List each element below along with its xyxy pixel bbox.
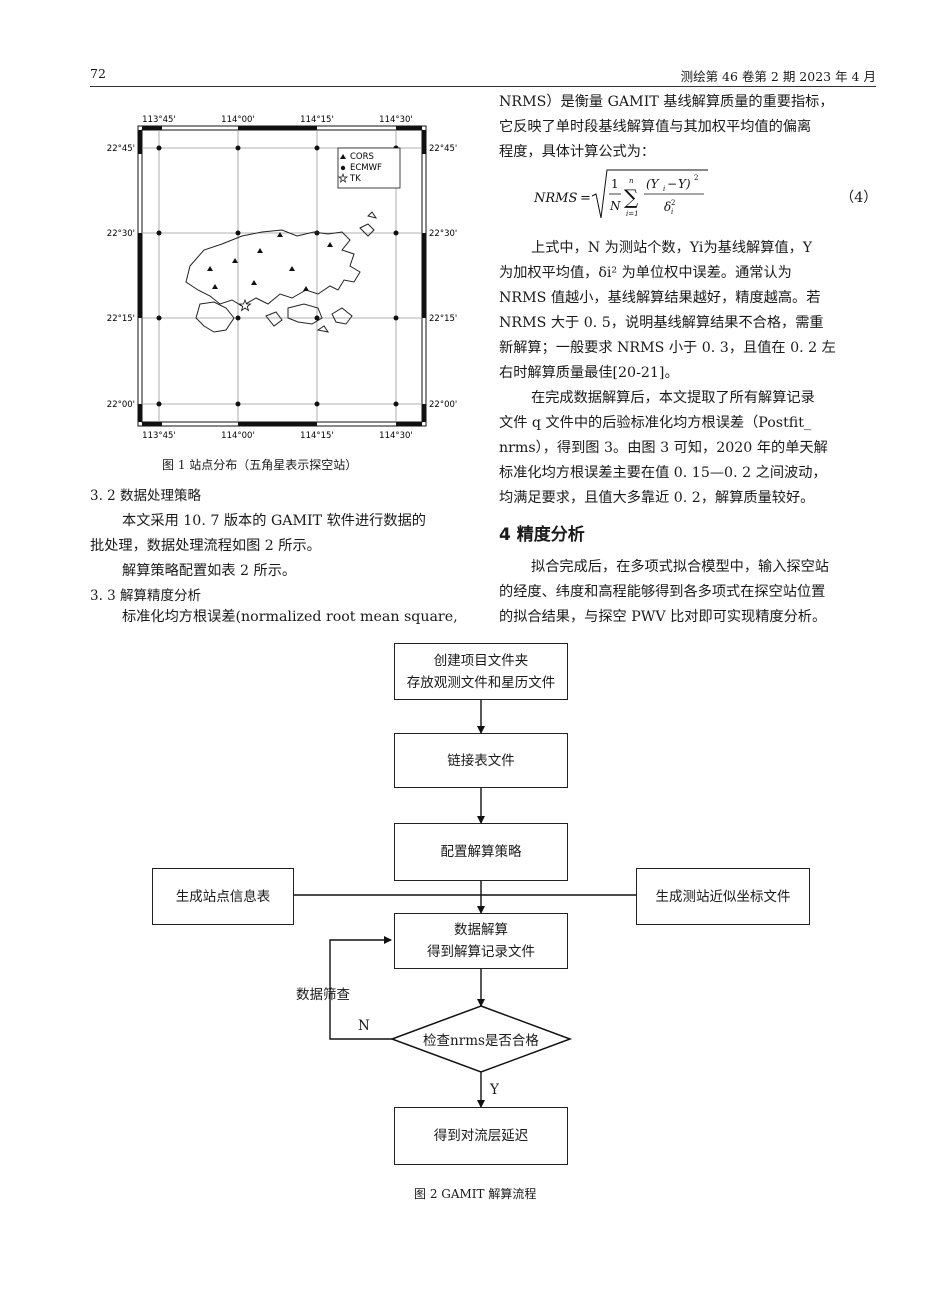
flow-step-create-project: 创建项目文件夹 存放观测文件和星历文件 — [394, 643, 568, 700]
svg-text:∑: ∑ — [624, 185, 639, 209]
right-tick: 22°15' — [429, 314, 457, 324]
cors-triangle-icon — [340, 154, 346, 159]
paragraph-line: 解算策略配置如表 2 所示。 — [122, 563, 297, 579]
right-tick: 22°00' — [429, 400, 457, 410]
svg-text:=: = — [580, 191, 591, 206]
map-legend — [337, 147, 401, 189]
loop-label: 数据筛查 — [296, 987, 350, 1003]
right-tick: 22°30' — [429, 229, 457, 239]
top-tick: 114°30' — [379, 115, 413, 125]
paragraph-line: 批处理，数据处理流程如图 2 所示。 — [90, 538, 321, 554]
svg-text:i: i — [663, 185, 665, 193]
header-rule — [90, 86, 876, 87]
paragraph-line: 拟合完成后，在多项式拟合模型中，输入探空站 — [531, 559, 829, 575]
flow-step-link-tables: 链接表文件 — [394, 733, 568, 788]
top-tick: 114°00' — [221, 115, 255, 125]
svg-text:N: N — [609, 199, 621, 213]
paragraph-line: nrms），得到图 3。由图 3 可知，2020 年的单天解 — [499, 440, 828, 456]
paragraph-line: 的经度、纬度和高程能够得到各多项式在探空站位置 — [499, 584, 826, 600]
tk-star-icon — [238, 298, 252, 312]
flow-text: 生成站点信息表 — [175, 888, 271, 905]
top-tick: 113°45' — [142, 115, 176, 125]
decision-diamond — [389, 1005, 573, 1073]
yes-label: Y — [490, 1082, 499, 1098]
bottom-tick: 114°30' — [379, 431, 413, 441]
svg-text:n: n — [629, 177, 634, 185]
bottom-tick: 114°15' — [300, 431, 334, 441]
figure2-caption: 图 2 GAMIT 解算流程 — [414, 1187, 537, 1201]
flow-side-approx-coords: 生成测站近似坐标文件 — [636, 868, 810, 925]
left-tick: 22°00' — [107, 400, 135, 410]
flow-side-station-info: 生成站点信息表 — [152, 868, 294, 925]
tk-star-legend-icon — [337, 172, 349, 183]
paragraph-line: 上式中，N 为测站个数，Yi为基线解算值，Y — [531, 240, 813, 256]
flow-step-config-strategy: 配置解算策略 — [394, 823, 568, 881]
legend-tk: TK — [349, 174, 361, 184]
left-tick: 22°15' — [107, 314, 135, 324]
journal-header: 测绘第 46 卷第 2 期 2023 年 4 月 — [680, 69, 876, 84]
svg-text:i=1: i=1 — [626, 210, 639, 218]
section-4-title: 4 精度分析 — [499, 525, 585, 545]
paragraph-line: 均满足要求，且值大多靠近 0. 2，解算质量较好。 — [499, 490, 815, 506]
paragraph-line: 程度，具体计算公式为： — [499, 144, 656, 160]
flow-text: 得到对流层延迟 — [433, 1128, 529, 1144]
paragraph-line: NRMS）是衡量 GAMIT 基线解算质量的重要指标， — [499, 94, 834, 110]
paragraph-line: 标准化均方根误差主要在值 0. 15—0. 2 之间波动， — [499, 465, 827, 481]
paragraph-line: 的拟合结果，与探空 PWV 比对即可实现精度分析。 — [499, 609, 827, 625]
legend-ecmwf: ECMWF — [350, 163, 382, 173]
svg-text:(Y: (Y — [646, 177, 660, 191]
no-label: N — [358, 1018, 370, 1034]
paragraph-line: 标准化均方根误差(normalized root mean square, — [122, 609, 458, 625]
top-tick: 114°15' — [300, 115, 334, 125]
paragraph-line: 文件 q 文件中的后验标准化均方根误差（Postfit_ — [499, 415, 812, 431]
paragraph-line: 本文采用 10. 7 版本的 GAMIT 软件进行数据的 — [122, 513, 426, 529]
flow-text: 得到解算记录文件 — [427, 944, 535, 960]
decision-label: 检查nrms是否合格 — [423, 1033, 539, 1049]
bottom-tick: 114°00' — [221, 431, 255, 441]
left-tick: 22°30' — [107, 229, 135, 239]
section-3-3-title: 3. 3 解算精度分析 — [90, 588, 202, 604]
svg-text:−: − — [667, 177, 677, 191]
station-map-figure: CORS ECMWF TK 113°45' 114°00' 114°15' 11… — [92, 108, 472, 448]
flow-text: 数据解算 — [454, 922, 508, 938]
formula-number: （4） — [840, 190, 878, 206]
paragraph-line: NRMS 大于 0. 5，说明基线解算结果不合格，需重 — [499, 315, 824, 331]
right-tick: 22°45' — [429, 144, 457, 154]
legend-cors: CORS — [350, 152, 374, 162]
svg-text:δ: δ — [664, 200, 671, 214]
paragraph-line: 新解算；一般要求 NRMS 小于 0. 3，且值在 0. 2 左 — [499, 340, 836, 356]
figure1-caption: 图 1 站点分布（五角星表示探空站） — [162, 458, 358, 472]
flow-step-tropo-delay: 得到对流层延迟 — [394, 1107, 568, 1165]
flow-text: 创建项目文件夹 — [433, 652, 529, 669]
svg-text:NRMS: NRMS — [533, 191, 577, 206]
station-map: CORS ECMWF TK 113°45' 114°00' 114°15' 11… — [107, 115, 457, 441]
paragraph-line: 右时解算质量最佳[20-21]。 — [499, 365, 679, 381]
flow-text: 配置解算策略 — [440, 844, 522, 860]
paragraph-line: 在完成数据解算后，本文提取了所有解算记录 — [531, 390, 815, 406]
svg-text:i: i — [671, 208, 673, 216]
left-tick: 22°45' — [107, 144, 135, 154]
paragraph-line: 为加权平均值，δi² 为单位权中误差。通常认为 — [499, 265, 792, 281]
svg-text:1: 1 — [611, 177, 619, 191]
nrms-formula: NRMS = 1 N ∑ n i=1 (Y i − Y) 2 δ i 2 — [532, 166, 712, 226]
paragraph-line: 它反映了单时段基线解算值与其加权平均值的偏离 — [499, 119, 812, 135]
svg-text:2: 2 — [694, 174, 698, 182]
section-3-2-title: 3. 2 数据处理策略 — [90, 488, 202, 504]
flow-text: 存放观测文件和星历文件 — [406, 674, 556, 691]
svg-text:Y): Y) — [678, 177, 691, 191]
bottom-tick: 113°45' — [142, 431, 176, 441]
flow-text: 生成测站近似坐标文件 — [655, 888, 791, 905]
paragraph-line: NRMS 值越小，基线解算结果越好，精度越高。若 — [499, 290, 821, 306]
flow-step-data-solve: 数据解算 得到解算记录文件 — [394, 913, 568, 969]
page-number: 72 — [90, 66, 106, 81]
ecmwf-dot-icon — [340, 165, 346, 171]
svg-text:2: 2 — [671, 199, 675, 207]
flow-text: 链接表文件 — [447, 752, 515, 769]
